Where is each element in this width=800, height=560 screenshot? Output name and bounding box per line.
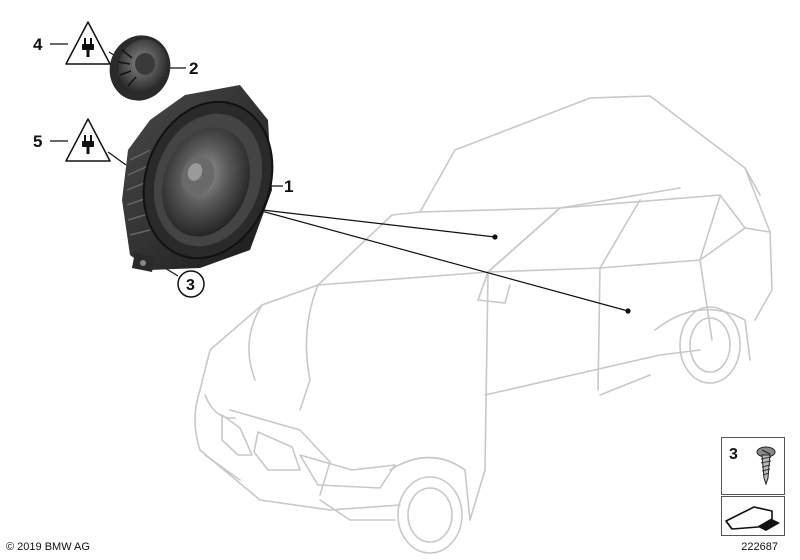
callout-3-circle: 3 bbox=[177, 270, 205, 298]
callout-1: 1 bbox=[284, 177, 293, 196]
diagram-number: 222687 bbox=[741, 541, 778, 553]
self-tapping-screw-icon bbox=[756, 446, 776, 486]
vehicle-outline bbox=[194, 95, 773, 554]
copyright-text: © 2019 BMW AG bbox=[6, 541, 90, 553]
legend-screw-number: 3 bbox=[729, 446, 738, 463]
callout-4: 4 bbox=[33, 35, 43, 54]
electrical-plug-warning-icon-2 bbox=[65, 118, 111, 162]
legend-arrow-box bbox=[721, 496, 785, 536]
callout-5: 5 bbox=[33, 132, 42, 151]
target-dot-lower bbox=[625, 308, 631, 314]
callout-2: 2 bbox=[189, 59, 198, 78]
callout-3: 3 bbox=[186, 277, 195, 294]
electrical-plug-warning-icon bbox=[65, 21, 111, 65]
target-dot-upper bbox=[492, 234, 498, 240]
tweeter-speaker bbox=[109, 35, 171, 101]
legend-screw-box: 3 bbox=[721, 437, 785, 495]
door-speaker bbox=[122, 85, 274, 272]
arrow-wedge-icon bbox=[725, 506, 780, 531]
